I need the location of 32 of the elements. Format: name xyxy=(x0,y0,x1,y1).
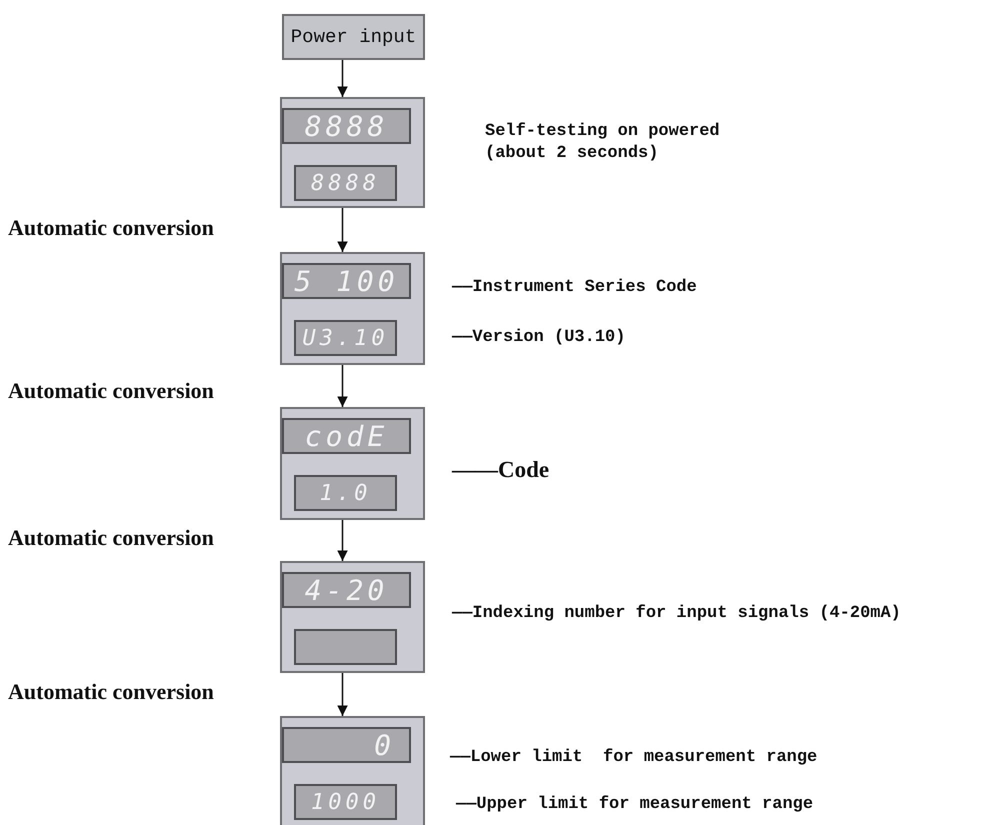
arrow xyxy=(337,365,348,407)
meter-panel xyxy=(280,407,425,520)
arrow xyxy=(337,673,348,716)
step-label: Automatic conversion xyxy=(8,214,214,242)
arrow xyxy=(337,60,348,97)
led-display: 4-20 xyxy=(282,572,411,608)
led-display: 1.0 xyxy=(294,475,397,511)
led-display xyxy=(294,629,397,665)
step-label: Automatic conversion xyxy=(8,524,214,552)
arrow xyxy=(337,208,348,252)
led-display: 0 xyxy=(282,727,411,763)
description-text: ——Code xyxy=(452,456,550,484)
description-text: ——Version (U3.10) xyxy=(452,327,626,349)
meter-panel xyxy=(280,561,425,673)
description-text: Self-testing on powered (about 2 seconds) xyxy=(485,121,721,166)
step-label: Automatic conversion xyxy=(8,678,214,706)
step-label: Automatic conversion xyxy=(8,377,214,405)
process-box: Power input xyxy=(282,14,425,60)
meter-panel xyxy=(280,716,425,825)
led-display: 5 100 xyxy=(282,263,411,299)
description-text: ——Indexing number for input signals (4-20mA) xyxy=(452,603,901,625)
led-display: codE xyxy=(282,418,411,454)
meter-panel xyxy=(280,97,425,208)
led-display: 8888 xyxy=(294,165,397,201)
led-display: 1000 xyxy=(294,784,397,820)
led-display: 8888 xyxy=(282,108,411,144)
description-text: ——Upper limit for measurement range xyxy=(456,794,814,816)
arrow xyxy=(337,520,348,561)
meter-panel xyxy=(280,252,425,365)
description-text: ——Lower limit for measurement range xyxy=(450,747,818,769)
description-text: ——Instrument Series Code xyxy=(452,277,697,299)
led-display: U3.10 xyxy=(294,320,397,356)
